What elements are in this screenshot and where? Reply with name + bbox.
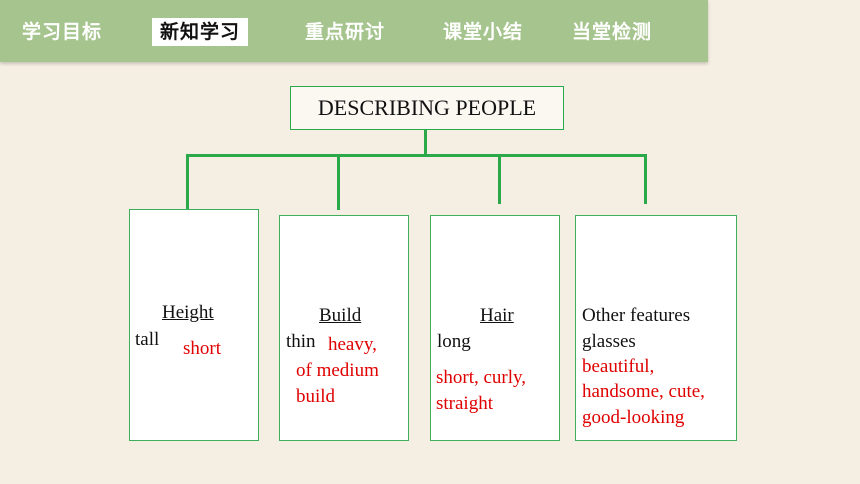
- other-answer-line2: handsome, cute,: [582, 381, 705, 402]
- top-navigation-bar: 学习目标 新知学习 重点研讨 课堂小结 当堂检测: [0, 0, 708, 62]
- build-answer-line1: heavy,: [328, 334, 377, 355]
- tab-class-summary[interactable]: 课堂小结: [443, 21, 524, 43]
- height-heading: Height: [162, 302, 214, 323]
- hair-answer-line1: short, curly,: [436, 367, 527, 388]
- card-build: [279, 215, 409, 441]
- build-answer-line2: of medium: [296, 360, 379, 381]
- connector-height: [186, 154, 189, 210]
- card-height: [129, 209, 259, 441]
- other-heading: Other features: [582, 305, 691, 326]
- other-answer-line3: good-looking: [582, 407, 685, 428]
- build-item: thin: [286, 331, 316, 352]
- hair-heading: Hair: [480, 305, 514, 326]
- connector-build: [337, 154, 340, 210]
- other-answer-line1: beautiful,: [582, 356, 655, 377]
- connector-trunk: [424, 129, 427, 155]
- card-other-features: [575, 215, 737, 441]
- height-item: tall: [135, 329, 160, 350]
- card-hair: [430, 215, 560, 441]
- connector-other: [644, 154, 647, 204]
- height-answer: short: [183, 338, 221, 359]
- tab-in-class-test[interactable]: 当堂检测: [572, 21, 653, 43]
- diagram-title: DESCRIBING PEOPLE: [290, 86, 564, 130]
- build-answer-line3: build: [296, 386, 336, 407]
- tab-key-discussion[interactable]: 重点研讨: [305, 21, 386, 43]
- hair-answer-line2: straight: [436, 393, 493, 414]
- other-item: glasses: [582, 331, 636, 352]
- connector-hair: [498, 154, 501, 204]
- tab-learning-goals[interactable]: 学习目标: [22, 21, 103, 43]
- hair-item: long: [437, 331, 471, 352]
- tab-new-knowledge[interactable]: 新知学习: [152, 18, 249, 46]
- build-heading: Build: [319, 305, 362, 326]
- connector-horizontal: [186, 154, 647, 157]
